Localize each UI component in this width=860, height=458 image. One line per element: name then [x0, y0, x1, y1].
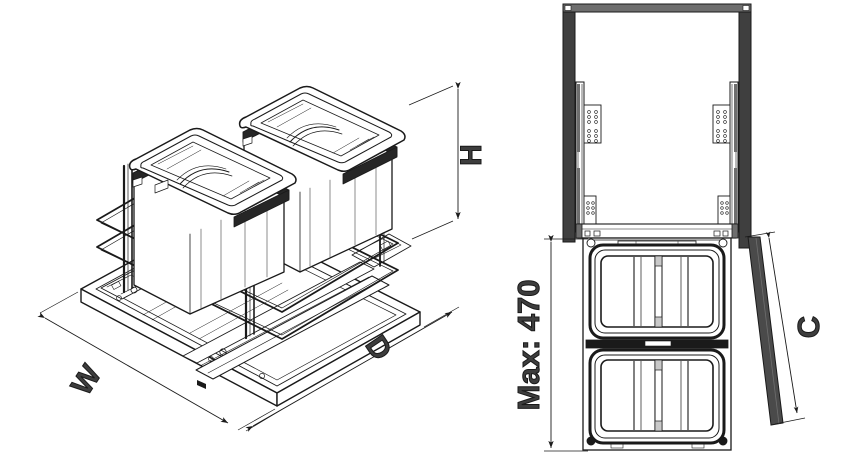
slide-bracket: [712, 104, 731, 144]
bin-front: [128, 127, 297, 315]
slide-bracket: [583, 104, 602, 144]
dim-max470: Max: 470: [511, 234, 588, 452]
bin-plan-top: [588, 243, 726, 340]
drawer-slide-right: [712, 81, 739, 233]
cabinet-right-panel: [738, 5, 752, 249]
dim-h-label: H: [455, 144, 488, 166]
bin-divider: [585, 339, 729, 349]
cabinet-left-panel: [562, 5, 576, 243]
carriage-cross-member: [575, 223, 739, 239]
dim-max470-label: Max: 470: [511, 280, 546, 411]
bin-plan-bottom: [588, 348, 726, 445]
plan-dimensions: Max: 470 C: [511, 231, 827, 452]
slide-bracket: [717, 195, 731, 225]
dim-c: C: [744, 231, 827, 425]
cabinet-back-rail: [562, 3, 752, 13]
slide-bracket: [583, 195, 597, 225]
dim-c-label: C: [791, 316, 826, 338]
drawer-slide-left: [575, 81, 602, 233]
dim-h: H: [408, 81, 488, 240]
